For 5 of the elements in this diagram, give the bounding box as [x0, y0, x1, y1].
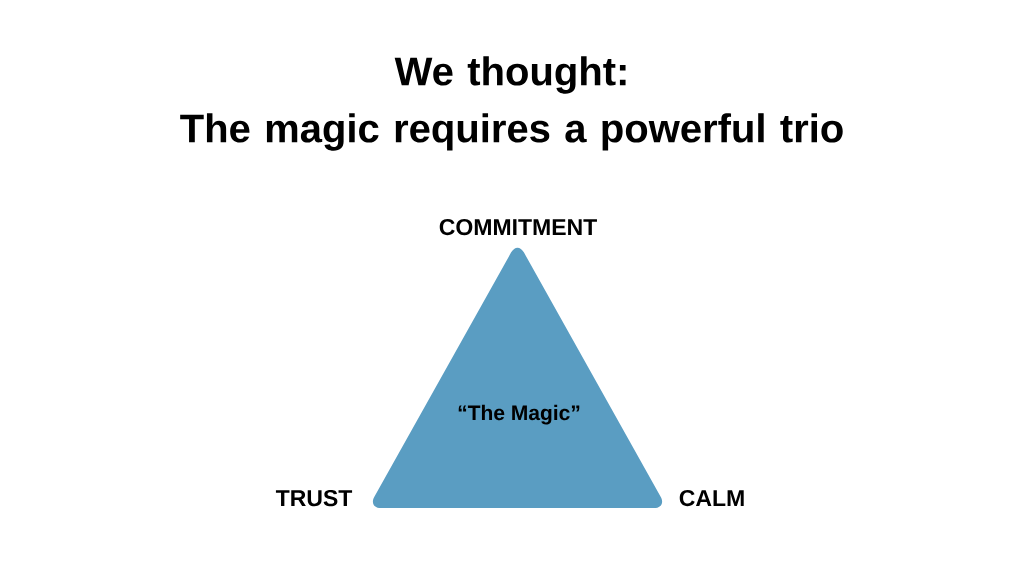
corner-label: CALM — [679, 489, 744, 507]
triangle: “The Magic” — [372, 247, 663, 508]
title: We thought: The magic requires a powerful trio — [180, 56, 843, 151]
corner-label: COMMITMENT — [439, 218, 597, 236]
corner-label: TRUST — [275, 489, 353, 507]
